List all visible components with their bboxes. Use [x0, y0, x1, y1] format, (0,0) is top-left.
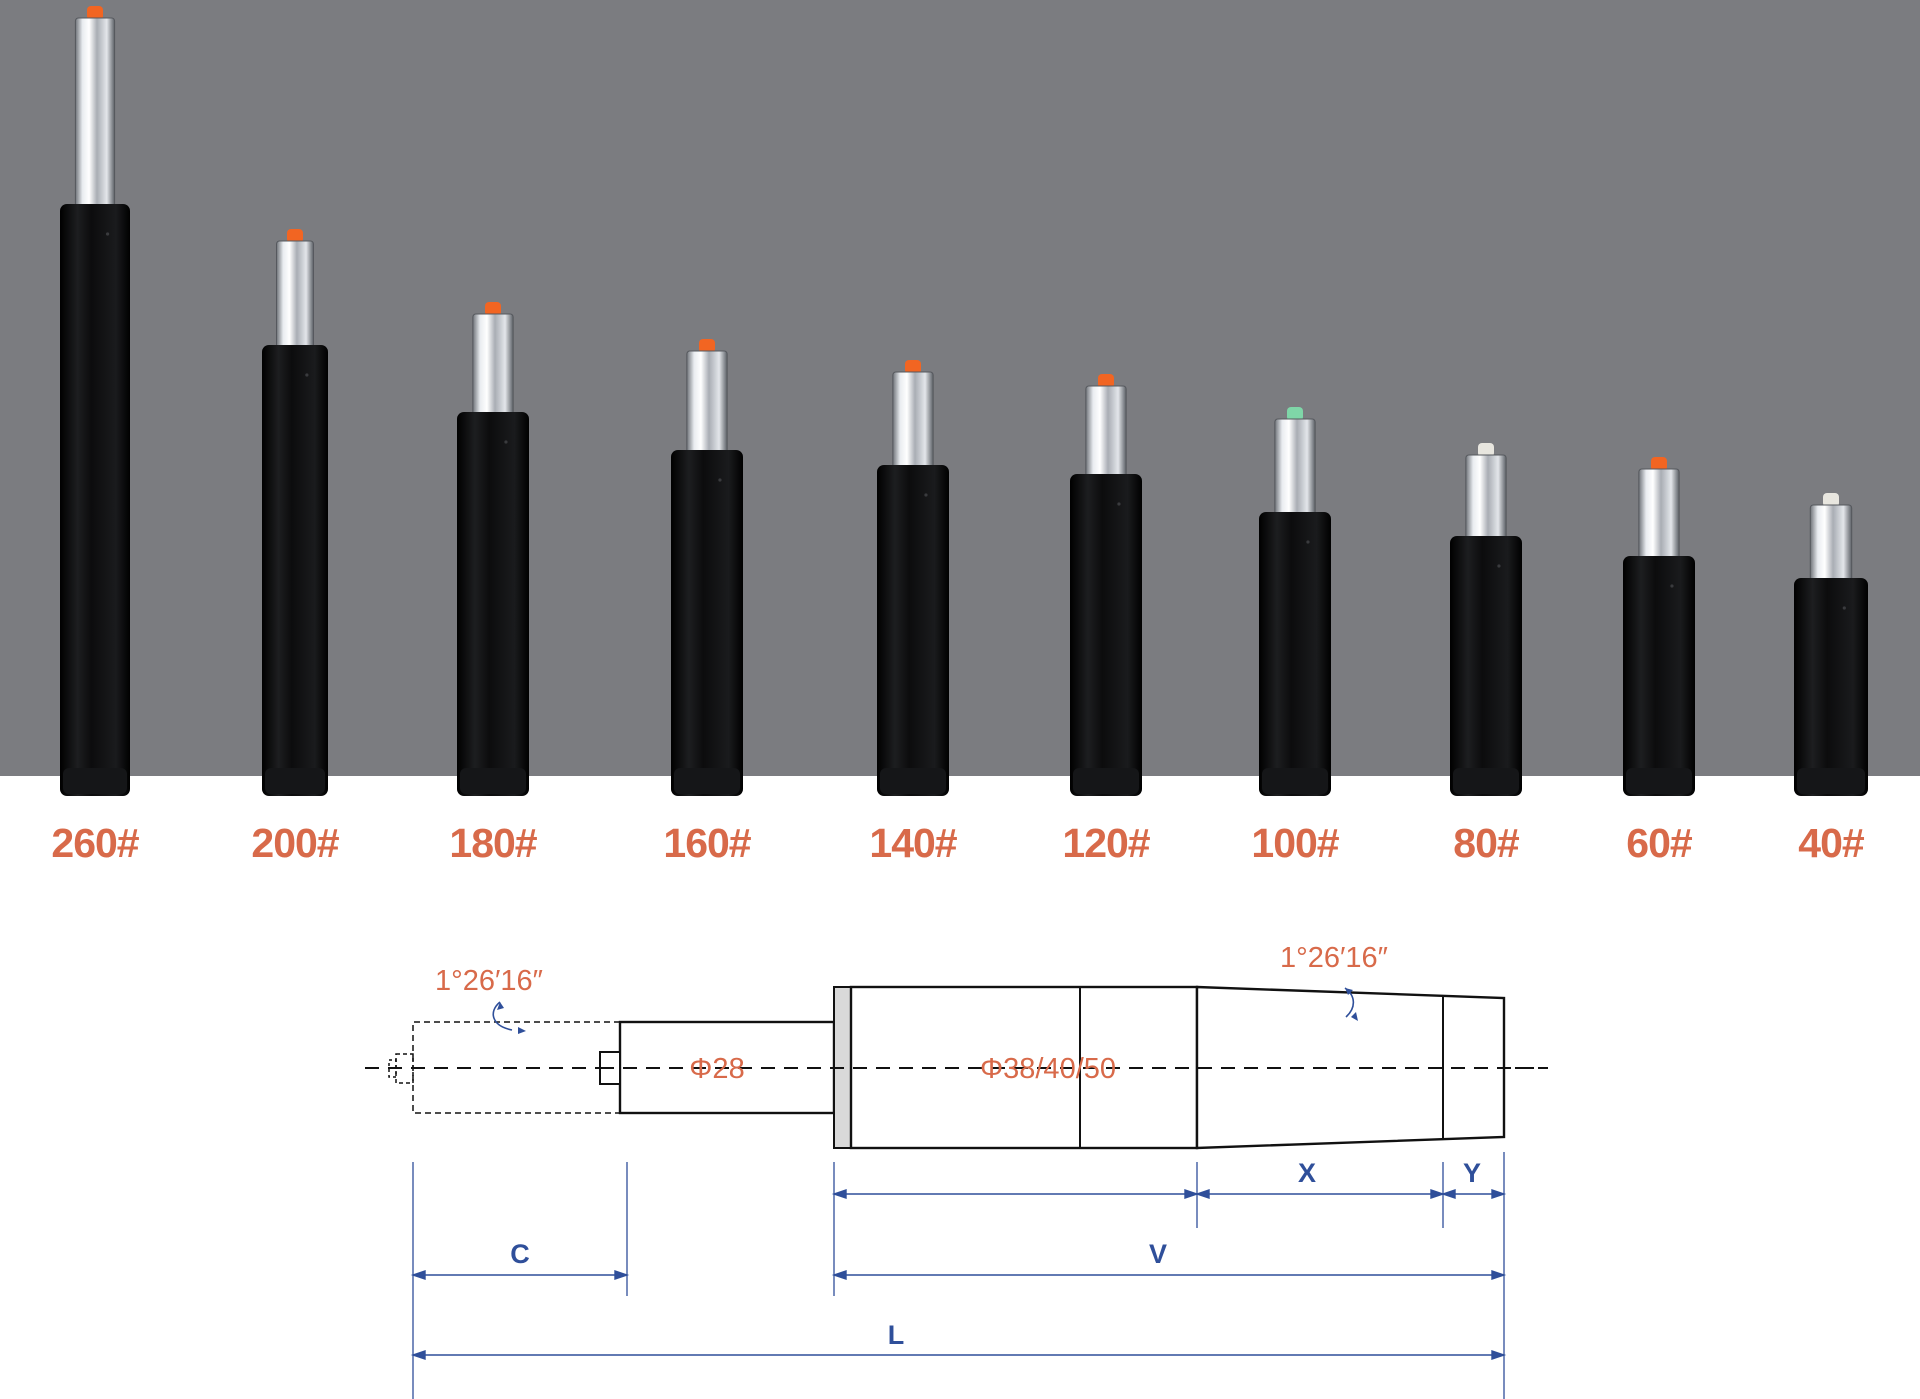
release-button	[87, 6, 103, 20]
dimension-c-label: C	[510, 1239, 530, 1269]
cylinder-body	[1623, 556, 1695, 796]
cylinder-body	[1070, 474, 1142, 796]
size-label-60: 60#	[1626, 820, 1692, 866]
angle-left-label: 1°26′16″	[435, 965, 543, 997]
cylinder-body	[262, 345, 328, 796]
size-label-80: 80#	[1453, 820, 1519, 866]
gas-cylinder-80	[1450, 443, 1522, 796]
angle-right-label: 1°26′16″	[1280, 942, 1388, 974]
taper-section	[1195, 985, 1506, 1150]
gas-cylinder-40	[1794, 493, 1868, 796]
cylinder-body	[1259, 512, 1331, 796]
dimension-l-label: L	[888, 1320, 905, 1350]
dimension-v-label: V	[1149, 1239, 1167, 1269]
gas-cylinder-160	[671, 339, 743, 796]
size-label-40: 40#	[1798, 820, 1864, 866]
body-marking	[1117, 502, 1121, 506]
cylinder-body	[671, 450, 743, 796]
gas-cylinder-180	[457, 302, 529, 796]
release-button	[1287, 407, 1303, 421]
size-label-100: 100#	[1251, 820, 1339, 866]
rod-diameter-label: Φ28	[689, 1053, 744, 1085]
angle-right-arrowhead-b	[1351, 1012, 1358, 1021]
body-marking	[924, 493, 928, 497]
bottom-cap	[1073, 768, 1139, 794]
release-button	[485, 302, 501, 316]
bottom-cap	[265, 768, 325, 794]
cylinder-body	[457, 412, 529, 796]
bottom-cap	[460, 768, 526, 794]
cylinder-body	[60, 204, 130, 796]
body-marking	[305, 373, 309, 377]
bottom-cap	[1797, 768, 1865, 794]
body-marking	[1842, 606, 1846, 610]
release-button	[699, 339, 715, 353]
gas-cylinder-60	[1623, 457, 1695, 796]
gas-cylinder-260	[60, 6, 130, 796]
size-label-200: 200#	[251, 820, 339, 866]
bottom-cap	[1262, 768, 1328, 794]
gas-cylinder-120	[1070, 374, 1142, 796]
body-marking	[504, 440, 508, 444]
size-label-140: 140#	[869, 820, 957, 866]
release-button	[1651, 457, 1667, 471]
gas-cylinder-200	[262, 229, 328, 796]
bottom-cap	[63, 768, 127, 794]
size-label-160: 160#	[663, 820, 751, 866]
gas-cylinder-140	[877, 360, 949, 796]
body-marking	[106, 232, 110, 236]
dimension-x-label: X	[1298, 1158, 1316, 1188]
dimension-y-label: Y	[1463, 1158, 1481, 1188]
body-marking	[1497, 564, 1501, 568]
size-label-180: 180#	[449, 820, 537, 866]
bottom-cap	[1453, 768, 1519, 794]
release-button	[287, 229, 303, 243]
cylinder-body	[1794, 578, 1868, 796]
release-button	[905, 360, 921, 374]
release-button	[1478, 443, 1494, 457]
cylinder-photo-row	[60, 6, 1868, 796]
release-button	[1098, 374, 1114, 388]
body-marking	[1306, 540, 1310, 544]
angle-left-arrowhead-a	[497, 1002, 504, 1010]
dimension-lines	[410, 1189, 1507, 1360]
size-label-120: 120#	[1062, 820, 1150, 866]
bottom-cap	[880, 768, 946, 794]
size-label-260: 260#	[51, 820, 139, 866]
bottom-cap	[1626, 768, 1692, 794]
angle-left-arrow	[492, 1001, 513, 1031]
cylinder-body	[1450, 536, 1522, 796]
body-diameter-label: Φ38/40/50	[980, 1053, 1116, 1085]
body-marking	[1670, 584, 1674, 588]
gas-cylinder-100	[1259, 407, 1331, 796]
extended-tip-ghost	[395, 1053, 414, 1084]
bottom-cap	[674, 768, 740, 794]
body-marking	[718, 478, 722, 482]
release-button	[1823, 493, 1839, 507]
cylinder-body	[877, 465, 949, 796]
angle-left-arrowhead-b	[518, 1027, 526, 1034]
angle-right-arrowhead-a	[1345, 988, 1353, 995]
